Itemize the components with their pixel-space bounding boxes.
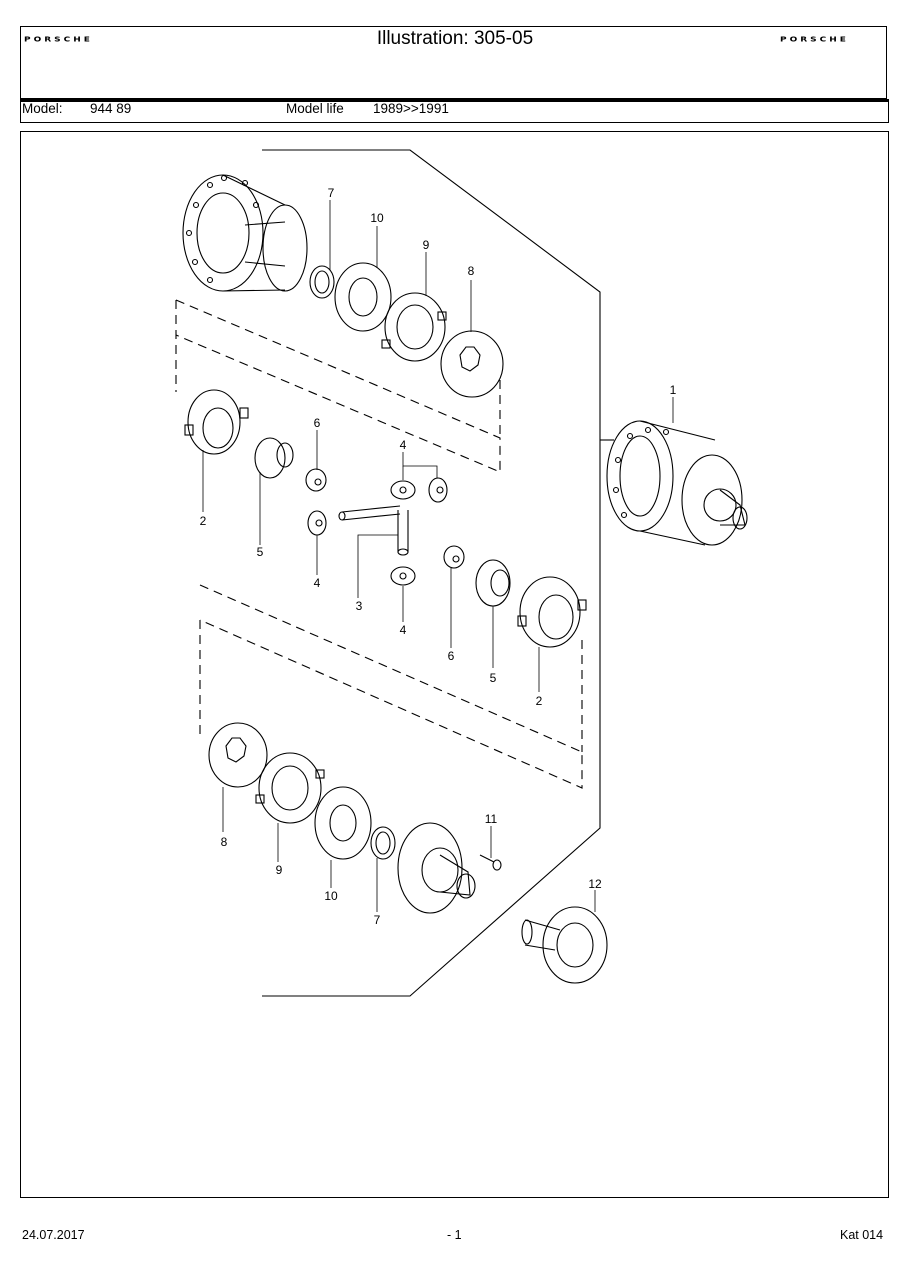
callout-6-left: 6 [314, 416, 321, 430]
callout-2-left: 2 [200, 514, 207, 528]
callout-5-left: 5 [257, 545, 264, 559]
assembly-bracket [262, 149, 601, 997]
model-label: Model: [22, 101, 63, 116]
lower-group-outline [199, 584, 583, 789]
model-bar [20, 99, 889, 123]
callout-4-top: 4 [400, 438, 407, 452]
porsche-logo-left: PORSCHE [24, 36, 93, 44]
differential-housing-assembled [606, 420, 748, 546]
page-title: Illustration: 305-05 [376, 28, 534, 49]
callout-8-bottom: 8 [221, 835, 228, 849]
housing-upper-half [182, 174, 308, 292]
callout-9-top: 9 [423, 238, 430, 252]
output-flange [521, 906, 608, 984]
model-value: 944 89 [90, 101, 132, 116]
callout-10-top: 10 [370, 211, 384, 225]
callout-1: 1 [670, 383, 677, 397]
callout-4-bottom: 4 [400, 623, 407, 637]
footer-catalog: Kat 014 [840, 1228, 884, 1242]
upper-group-outline [175, 299, 501, 473]
callout-8-top: 8 [468, 264, 475, 278]
callout-7-top: 7 [328, 186, 335, 200]
callout-9-bottom: 9 [276, 863, 283, 877]
callout-6-right: 6 [448, 649, 455, 663]
callout-2-right: 2 [536, 694, 543, 708]
callout-5-right: 5 [490, 671, 497, 685]
model-life-label: Model life [286, 101, 344, 116]
porsche-logo-right: PORSCHE [780, 36, 849, 44]
callout-4-left: 4 [314, 576, 321, 590]
callout-3: 3 [356, 599, 363, 613]
callout-10-bottom: 10 [324, 889, 338, 903]
footer-date: 24.07.2017 [22, 1228, 85, 1242]
callout-12: 12 [588, 877, 602, 891]
callout-11: 11 [485, 812, 498, 826]
illustration-frame [20, 131, 889, 1198]
callout-7-bottom: 7 [374, 913, 381, 927]
header-box [20, 26, 887, 99]
housing-cover-lower [397, 822, 476, 914]
model-life-value: 1989>>1991 [373, 101, 449, 116]
footer-page: - 1 [447, 1228, 462, 1242]
